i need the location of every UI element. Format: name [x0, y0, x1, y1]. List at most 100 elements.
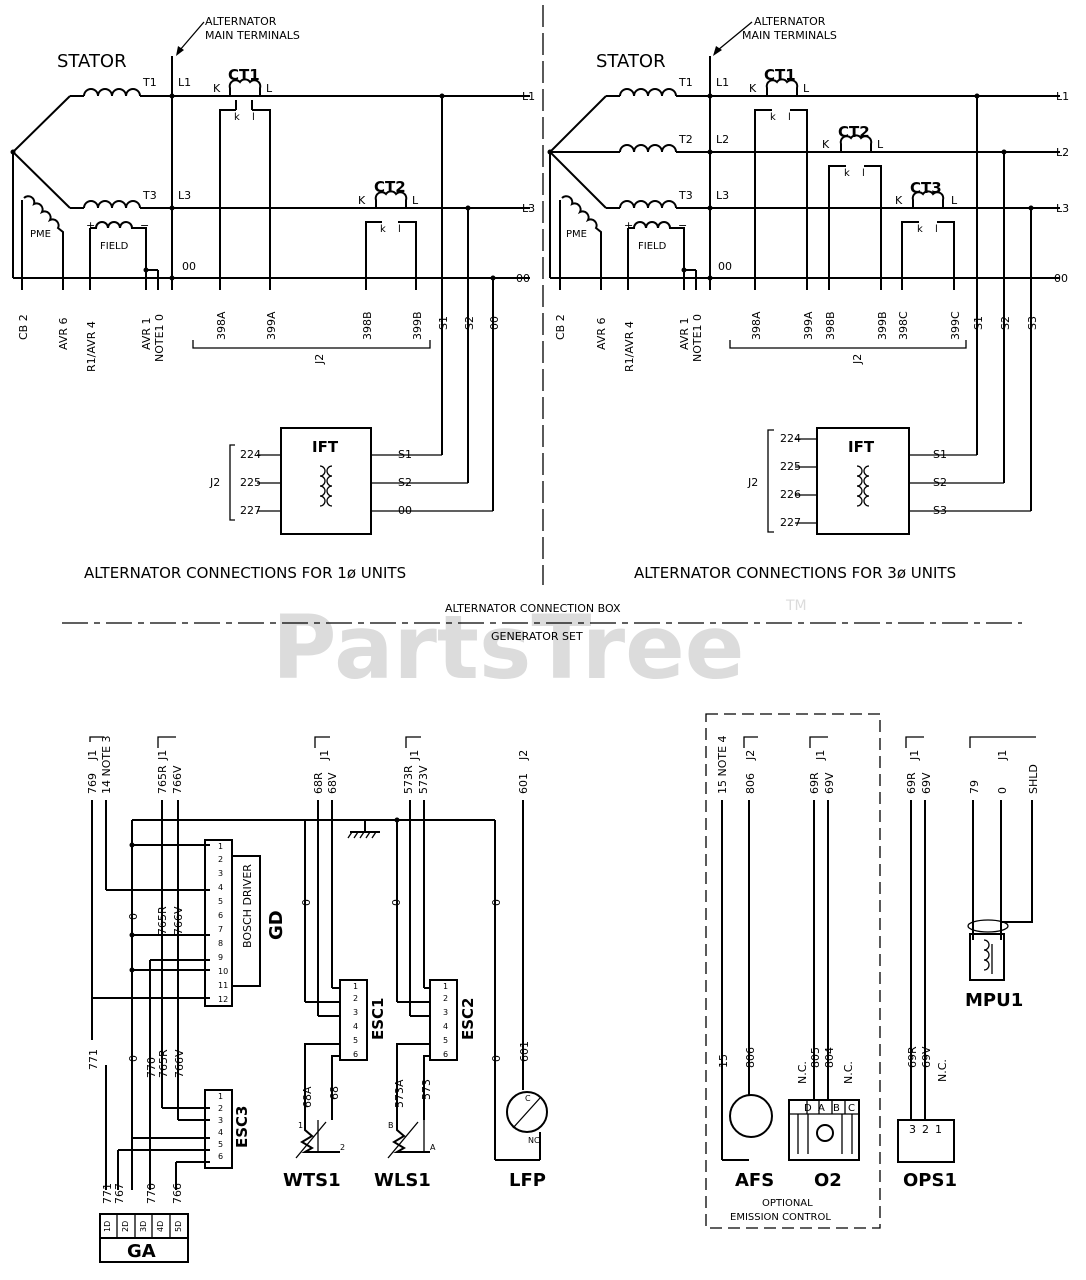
ct1-coil: [228, 78, 262, 96]
svg-text:J1: J1: [996, 750, 1009, 761]
svg-text:0: 0: [300, 899, 313, 906]
svg-text:0: 0: [127, 1055, 140, 1062]
svg-text:AVR 1: AVR 1: [678, 318, 691, 350]
mpu1-sensor: J1 79 0 SHLD MPU1: [965, 736, 1040, 1011]
svg-text:J1: J1: [908, 750, 921, 761]
svg-text:10: 10: [218, 967, 228, 976]
wls1-sensor: B A WLS1: [374, 1120, 436, 1191]
ga-label: GA: [127, 1241, 156, 1262]
svg-text:J1: J1: [814, 750, 827, 761]
esc3-connector: 1 2 3 4 5 6 ESC3: [204, 1089, 251, 1169]
svg-text:399B: 399B: [876, 311, 889, 340]
svg-text:2: 2: [340, 1143, 345, 1152]
svg-text:766V: 766V: [172, 906, 185, 935]
svg-text:J1: J1: [318, 750, 331, 761]
svg-text:NC: NC: [528, 1136, 540, 1145]
svg-text:5: 5: [353, 1036, 358, 1045]
field-label: FIELD: [100, 241, 129, 252]
svg-text:k: k: [234, 112, 240, 123]
three-phase-caption: ALTERNATOR CONNECTIONS FOR 3ø UNITS: [634, 564, 956, 582]
svg-text:770: 770: [145, 1183, 158, 1204]
svg-text:0: 0: [127, 913, 140, 920]
svg-text:J1: J1: [408, 750, 421, 761]
out-l3: L3: [522, 202, 535, 215]
svg-text:770: 770: [145, 1057, 158, 1078]
svg-text:573: 573: [420, 1079, 433, 1100]
svg-text:806: 806: [744, 1047, 757, 1068]
terminals-arrow: [179, 21, 205, 51]
svg-text:9: 9: [218, 953, 223, 962]
svg-text:A: A: [430, 1143, 436, 1152]
svg-text:68R: 68R: [312, 772, 325, 794]
svg-text:+: +: [624, 219, 633, 232]
three-phase-wire-labels: CB 2 AVR 6 R1/AVR 4 AVR 1 NOTE1 0 398A 3…: [554, 311, 1039, 372]
svg-text:0: 0: [490, 1055, 503, 1062]
svg-text:11: 11: [218, 981, 228, 990]
svg-text:227: 227: [780, 516, 801, 529]
field-minus: −: [140, 219, 149, 232]
svg-text:R1/AVR 4: R1/AVR 4: [623, 321, 636, 372]
svg-text:399A: 399A: [265, 311, 278, 340]
svg-text:k: k: [770, 112, 776, 123]
svg-text:399B: 399B: [411, 311, 424, 340]
t3-label: T3: [142, 189, 157, 202]
svg-text:L: L: [266, 82, 273, 95]
out-l1: L1: [522, 90, 535, 103]
t1-label: T1: [142, 76, 157, 89]
svg-text:766V: 766V: [173, 1049, 186, 1078]
svg-text:0: 0: [996, 787, 1009, 794]
svg-text:C: C: [848, 1103, 855, 1114]
svg-text:S1: S1: [933, 448, 947, 461]
svg-text:C: C: [525, 1094, 531, 1103]
svg-text:k: k: [917, 224, 923, 235]
svg-text:NOTE1 0: NOTE1 0: [153, 314, 166, 362]
field-plus: +: [86, 219, 95, 232]
svg-text:MAIN TERMINALS: MAIN TERMINALS: [742, 29, 837, 42]
svg-text:S1: S1: [972, 316, 985, 330]
svg-text:68: 68: [328, 1086, 341, 1100]
svg-text:2: 2: [218, 1104, 223, 1113]
svg-text:l: l: [862, 168, 865, 179]
svg-text:S2: S2: [999, 316, 1012, 330]
svg-text:CT2: CT2: [838, 123, 870, 141]
svg-text:L2: L2: [716, 133, 729, 146]
svg-text:5: 5: [218, 897, 223, 906]
esc1-connector: 1 2 3 4 5 6 ESC1: [339, 979, 387, 1061]
svg-text:L: L: [803, 82, 810, 95]
watermark: PartsTree TM: [272, 596, 807, 699]
svg-text:J2: J2: [517, 750, 530, 761]
svg-text:K: K: [358, 194, 366, 207]
svg-text:l: l: [788, 112, 791, 123]
ops1-sensor: J1 69R 69V 69R 69V N.C. 3 2 1 OPS1: [897, 736, 957, 1191]
svg-text:S2: S2: [933, 476, 947, 489]
svg-text:8: 8: [218, 939, 223, 948]
svg-text:5: 5: [218, 1140, 223, 1149]
terminals-title-line1: ALTERNATOR: [205, 15, 277, 28]
lfp-gauge: [506, 1091, 548, 1133]
svg-text:OPTIONAL: OPTIONAL: [762, 1198, 813, 1209]
svg-text:2: 2: [353, 994, 358, 1003]
terminals-arrowhead: [176, 46, 184, 56]
svg-text:CB 2: CB 2: [554, 314, 567, 340]
svg-text:J2: J2: [209, 476, 220, 489]
svg-text:766: 766: [171, 1183, 184, 1204]
svg-text:AVR 6: AVR 6: [57, 318, 70, 350]
svg-text:NOTE1 0: NOTE1 0: [691, 314, 704, 362]
svg-text:−: −: [678, 219, 687, 232]
svg-text:69R: 69R: [906, 1046, 919, 1068]
svg-text:SHLD: SHLD: [1027, 764, 1040, 794]
svg-text:224: 224: [780, 432, 801, 445]
ct2-coil: [374, 190, 408, 208]
svg-text:N.C.: N.C.: [936, 1059, 949, 1082]
svg-text:L2: L2: [1056, 146, 1069, 159]
svg-text:CT1: CT1: [764, 66, 796, 84]
svg-text:J2: J2: [747, 476, 758, 489]
svg-text:L1: L1: [1056, 90, 1069, 103]
svg-text:79: 79: [968, 780, 981, 794]
ift-label: IFT: [312, 438, 339, 456]
o2-label: O2: [814, 1170, 842, 1191]
svg-text:CB 2: CB 2: [17, 314, 30, 340]
svg-text:1: 1: [353, 982, 358, 991]
svg-text:J1: J1: [156, 750, 169, 761]
